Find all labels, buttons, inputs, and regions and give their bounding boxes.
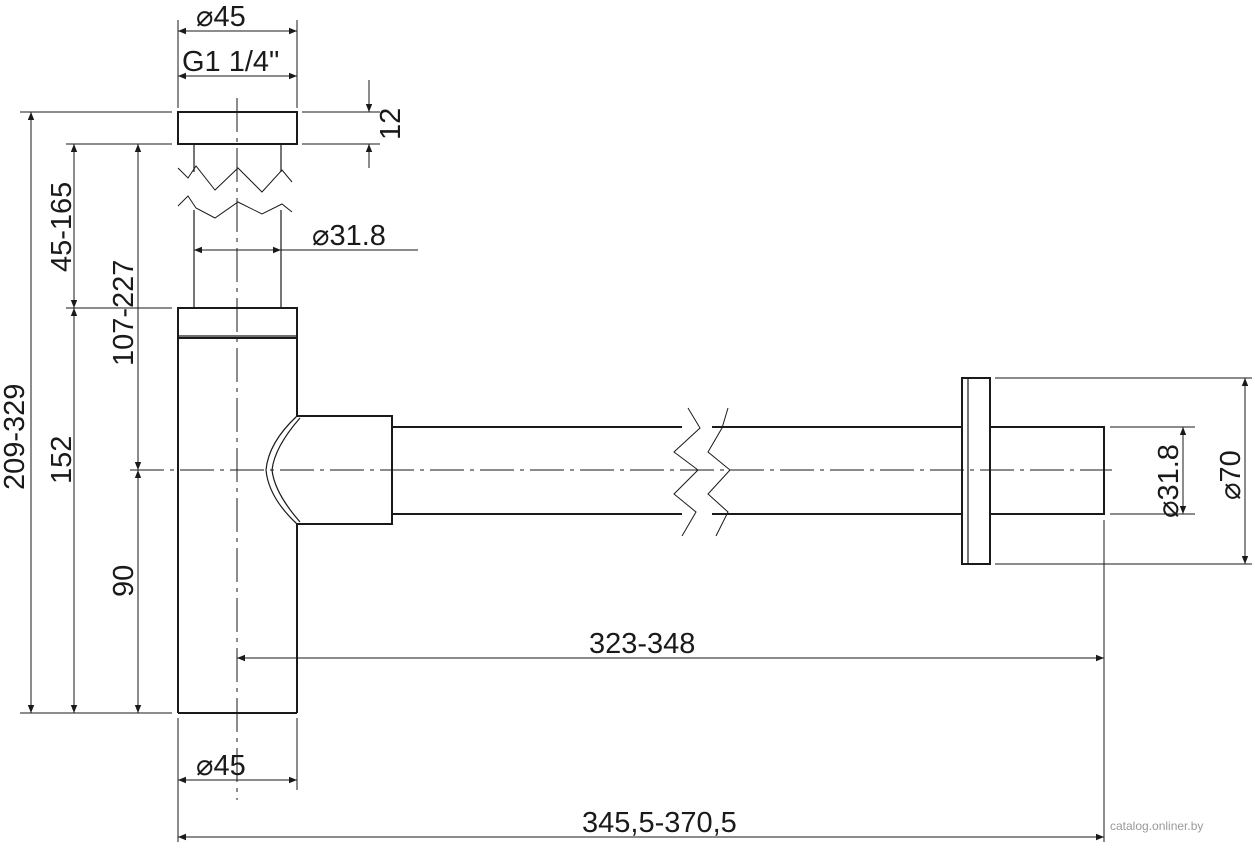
label-body-height: 152 [46,436,78,484]
label-bottom-diameter: ⌀45 [196,750,246,782]
label-flange-diameter: ⌀70 [1215,450,1247,500]
label-cap-height: 12 [375,108,407,140]
label-top-diameter: ⌀45 [196,1,246,33]
dimension-lines [27,27,1249,841]
extension-lines [20,20,1252,842]
label-inlet-diameter: ⌀31.8 [312,220,386,252]
break-mark-lower [177,195,293,219]
label-height-inlet-to-axis: 107-227 [108,260,140,366]
label-thread: G1 1/4" [182,46,279,78]
label-outlet-diameter: ⌀31.8 [1153,444,1185,518]
siphon-body [177,111,1105,714]
label-overall-length: 345,5-370,5 [582,807,737,839]
label-axis-to-wall: 323-348 [589,628,695,660]
label-height-adjust: 45-165 [46,182,78,272]
watermark: catalog.onliner.by [1110,819,1203,833]
label-axis-height: 90 [108,565,140,597]
break-mark-upper [177,165,293,193]
center-lines [130,98,1112,800]
label-overall-height: 209-329 [0,384,31,490]
wall-flange [961,377,991,565]
